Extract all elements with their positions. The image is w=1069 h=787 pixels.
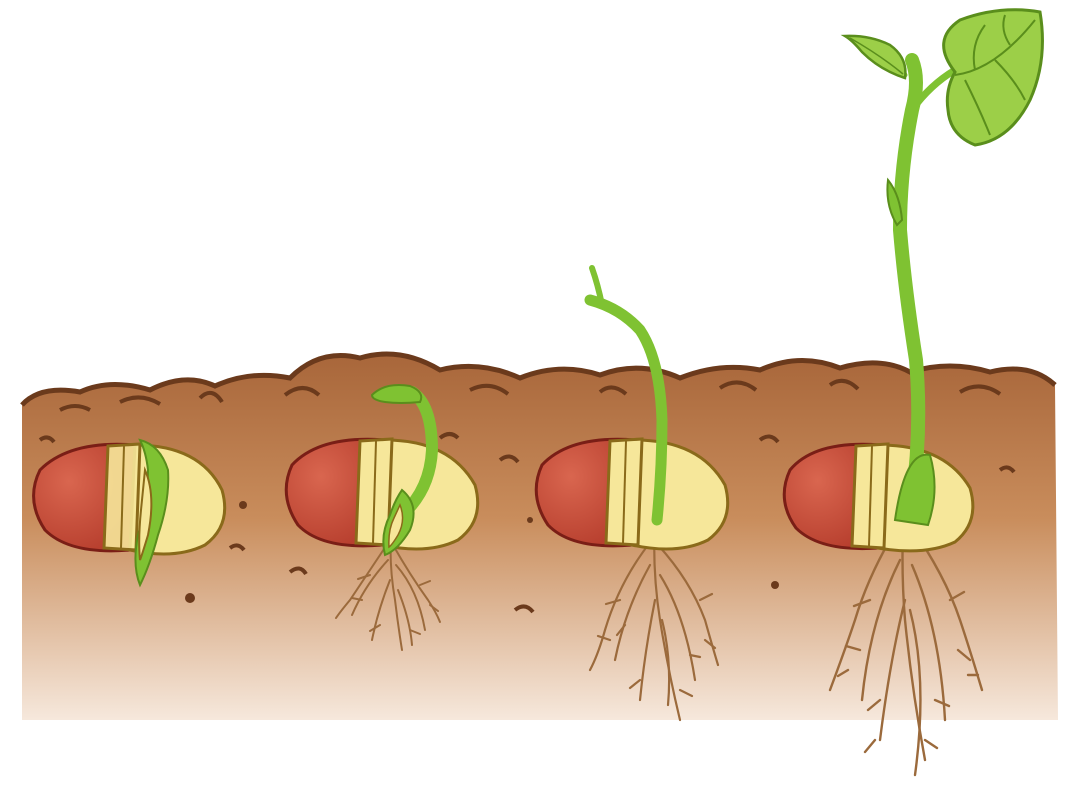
bean-seed: [536, 439, 727, 549]
bean-seed: [34, 444, 225, 554]
soil-pebble: [185, 593, 195, 603]
soil-pebble: [239, 501, 247, 509]
soil-pebble: [771, 581, 779, 589]
bean-seed: [286, 439, 477, 549]
bean-seed: [784, 444, 973, 551]
small-leaf: [845, 36, 905, 78]
soil-pebble: [527, 517, 533, 523]
